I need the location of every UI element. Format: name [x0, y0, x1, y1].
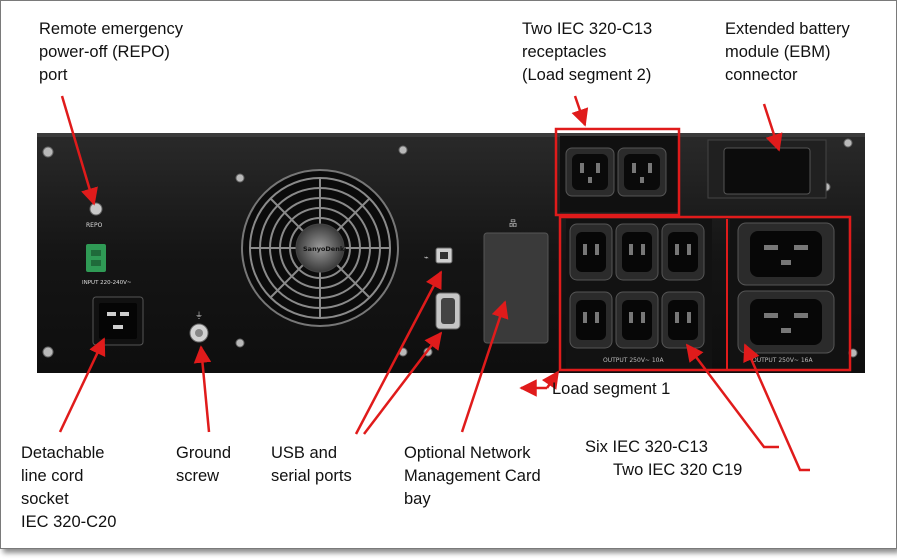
load-segment-1-c13-outlets: OUTPUT 250V~ 10A — [566, 219, 712, 371]
load-segment-1-c19-outlets: OUTPUT 250V~ 16A — [730, 219, 848, 371]
svg-text:⌁: ⌁ — [424, 253, 429, 262]
repo-text: REPO — [86, 222, 103, 229]
usb-serial-ports: ⌁ — [424, 247, 461, 330]
fan-brand-text: SanyoDenki — [303, 245, 346, 253]
ground-screw: ⏚ — [189, 311, 209, 343]
repo-port: REPO INPUT 220-240V~ — [82, 202, 132, 286]
output-large-text: OUTPUT 250V~ 16A — [752, 357, 813, 364]
load-segment-1-label: Load segment 1 — [552, 380, 671, 398]
load-segment-2-box — [554, 127, 681, 217]
nmc-bay: 品 — [483, 219, 549, 344]
two-c19-label: Two IEC 320 C19 — [613, 461, 743, 479]
fan-grille: SanyoDenki — [241, 169, 399, 327]
output-small-text: OUTPUT 250V~ 10A — [603, 357, 664, 364]
svg-text:⏚: ⏚ — [195, 311, 203, 320]
load-segment-2-outlets — [560, 136, 678, 212]
input-text: INPUT 220-240V~ — [82, 280, 132, 286]
six-c13-label: Six IEC 320-C13 — [585, 438, 708, 456]
ebm-connector — [707, 139, 827, 199]
callout-arrows — [58, 95, 810, 472]
line-cord-socket — [92, 296, 144, 346]
svg-text:品: 品 — [509, 219, 517, 228]
